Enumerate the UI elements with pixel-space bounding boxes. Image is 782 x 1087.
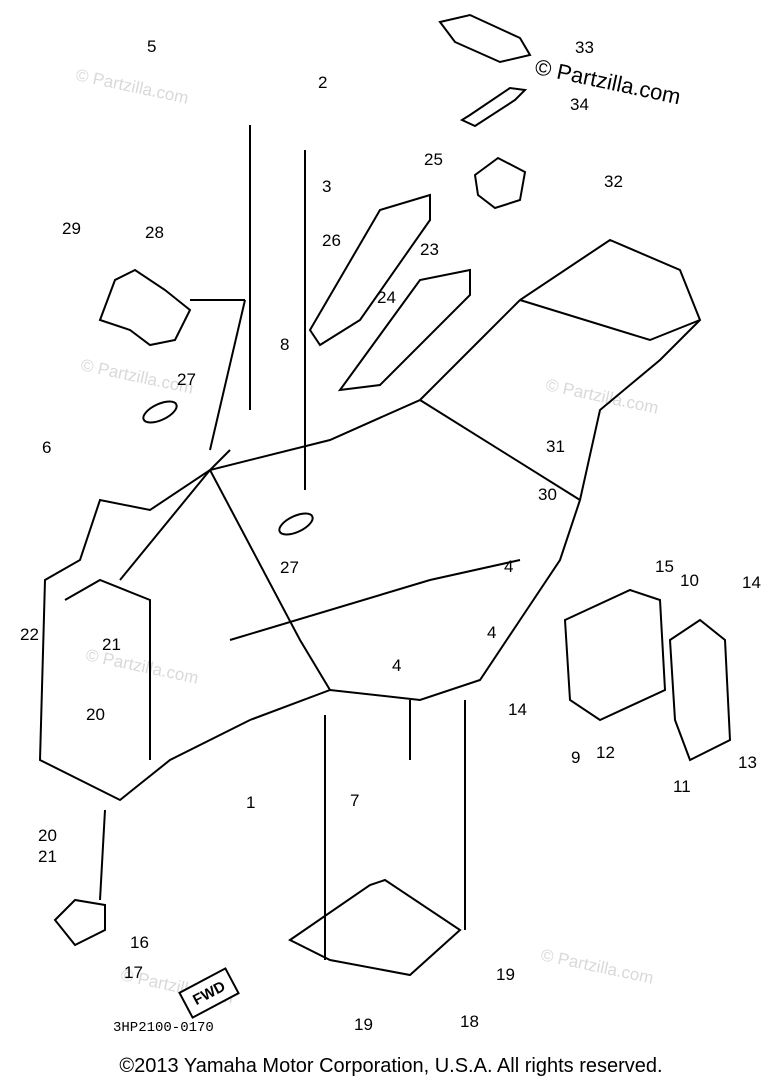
callout-22: 22 <box>20 625 39 644</box>
callout-26: 26 <box>322 231 341 250</box>
part-32-shape <box>475 158 525 208</box>
callout-9: 9 <box>571 748 580 767</box>
callout-1: 1 <box>246 793 255 812</box>
callouts: 1 2 3 4 4 4 5 6 7 8 9 10 11 12 13 14 14 … <box>20 37 761 1034</box>
part-28-shape <box>100 270 190 345</box>
svg-text:© Partzilla.com: © Partzilla.com <box>544 375 660 417</box>
callout-27b: 27 <box>280 558 299 577</box>
drawing-code: 3HP2100-0170 <box>113 1020 214 1036</box>
callout-29: 29 <box>62 219 81 238</box>
callout-18: 18 <box>460 1012 479 1031</box>
callout-32: 32 <box>604 172 623 191</box>
callout-17: 17 <box>124 963 143 982</box>
callout-33: 33 <box>575 38 594 57</box>
cover-11-shape <box>670 620 730 760</box>
callout-23: 23 <box>420 240 439 259</box>
callout-13: 13 <box>738 753 757 772</box>
part-25-shape <box>310 195 430 345</box>
callout-27a: 27 <box>177 370 196 389</box>
skid-plate-shape <box>290 880 460 975</box>
callout-3: 3 <box>322 177 331 196</box>
callout-8: 8 <box>280 335 289 354</box>
callout-15: 15 <box>655 557 674 576</box>
part-27-bottom-shape <box>276 509 315 539</box>
part-23-shape <box>340 270 470 390</box>
callout-4b: 4 <box>487 623 496 642</box>
floor-rail-shape <box>230 560 520 640</box>
part-33-shape <box>440 15 530 62</box>
frame-drawing <box>40 15 730 975</box>
callout-16: 16 <box>130 933 149 952</box>
rear-cross-shape <box>520 300 700 340</box>
callout-19b: 19 <box>354 1015 373 1034</box>
upper-rail-shape <box>420 400 580 500</box>
callout-7: 7 <box>350 791 359 810</box>
callout-6: 6 <box>42 438 51 457</box>
callout-12: 12 <box>596 743 615 762</box>
callout-14b: 14 <box>742 573 761 592</box>
svg-text:© Partzilla.com: © Partzilla.com <box>539 945 655 987</box>
callout-25: 25 <box>424 150 443 169</box>
callout-11: 11 <box>673 777 691 796</box>
callout-21a: 21 <box>102 635 121 654</box>
callout-30: 30 <box>538 485 557 504</box>
svg-text:© Partzilla.com: © Partzilla.com <box>74 65 190 107</box>
callout-19a: 19 <box>496 965 515 984</box>
callout-5: 5 <box>147 37 156 56</box>
callout-28: 28 <box>145 223 164 242</box>
part-34-shape <box>462 88 525 126</box>
callout-24: 24 <box>377 288 396 307</box>
callout-34: 34 <box>570 95 589 114</box>
battery-box-shape <box>565 590 665 720</box>
part-27-top-shape <box>140 397 179 427</box>
callout-14a: 14 <box>508 700 527 719</box>
callout-21b: 21 <box>38 847 57 866</box>
callout-4a: 4 <box>504 557 513 576</box>
copyright-footer: ©2013 Yamaha Motor Corporation, U.S.A. A… <box>119 1055 663 1077</box>
front-bumper-shape <box>65 580 150 760</box>
watermarks: © Partzilla.com © Partzilla.com © Partzi… <box>74 65 660 1007</box>
callout-31: 31 <box>546 437 565 456</box>
callout-10: 10 <box>680 571 699 590</box>
callout-20a: 20 <box>86 705 105 724</box>
callout-2: 2 <box>318 73 327 92</box>
part-16-shape <box>55 900 105 945</box>
callout-4c: 4 <box>392 656 401 675</box>
callout-20b: 20 <box>38 826 57 845</box>
down-tube-shape <box>210 470 330 690</box>
